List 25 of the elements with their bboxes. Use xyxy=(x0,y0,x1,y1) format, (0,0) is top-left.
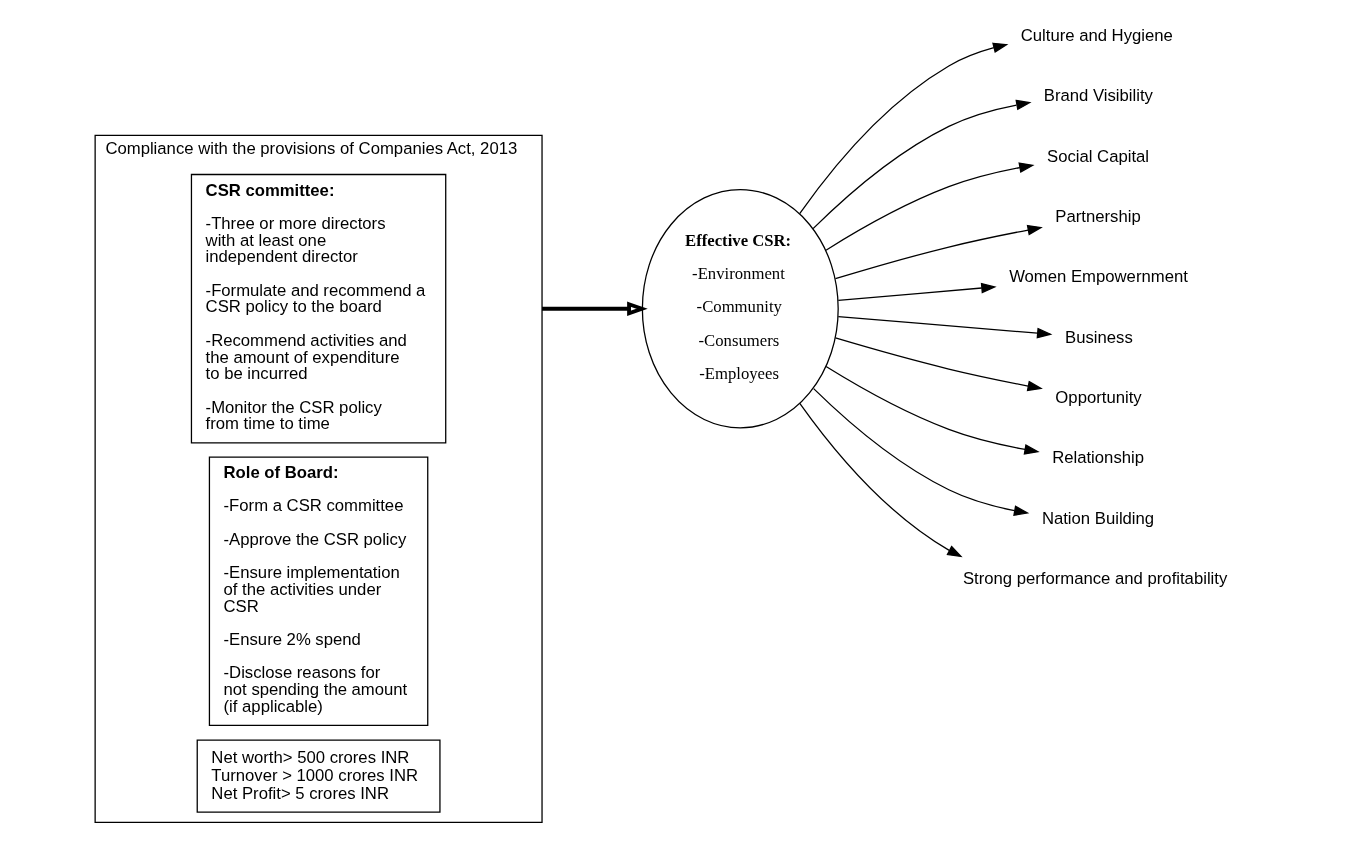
node-text: Women Empowernment xyxy=(1009,267,1188,287)
node-box: CSR committee: -Three or more directors with at least one independent director -Formulate and recommend a CSR policy to the board -Recommend activities and the amount of expenditure to be incurred -Monitor the CSR policy from time to time xyxy=(190,173,447,444)
node-text: Social Capital xyxy=(1047,146,1150,166)
arrow xyxy=(837,316,1053,339)
node-text: Opportunity xyxy=(1055,387,1142,407)
arrow xyxy=(825,365,1040,455)
node-ellipse: Effective CSR: -Environment -Community -Consumers -Employees xyxy=(641,188,839,429)
arrow xyxy=(837,282,997,301)
node-text: Relationship xyxy=(1052,448,1145,468)
node-text: Strong performance and profitability xyxy=(962,569,1228,589)
arrow xyxy=(799,402,963,558)
arrow xyxy=(825,162,1035,251)
node-text: Partnership xyxy=(1055,206,1141,226)
arrow xyxy=(812,99,1032,230)
node-text: Business xyxy=(1065,327,1133,347)
node-box: Net worth> 500 crores INR Turnover > 1000 crores INR Net Profit> 5 crores INR xyxy=(196,739,441,813)
node-text: Brand Visibility xyxy=(1043,86,1153,106)
arrow xyxy=(834,224,1043,280)
arrow xyxy=(542,301,648,316)
arrow xyxy=(834,337,1043,392)
arrow xyxy=(799,42,1009,215)
node-text: Culture and Hygiene xyxy=(1020,25,1173,45)
arrow xyxy=(813,388,1030,516)
node-text: Nation Building xyxy=(1041,508,1155,528)
node-box: Role of Board: -Form a CSR committee -Approve the CSR policy -Ensure implementation of the activities under CSR -Ensure 2% spend -Disclose reasons for not spending the amount (if applicable) xyxy=(208,456,429,727)
